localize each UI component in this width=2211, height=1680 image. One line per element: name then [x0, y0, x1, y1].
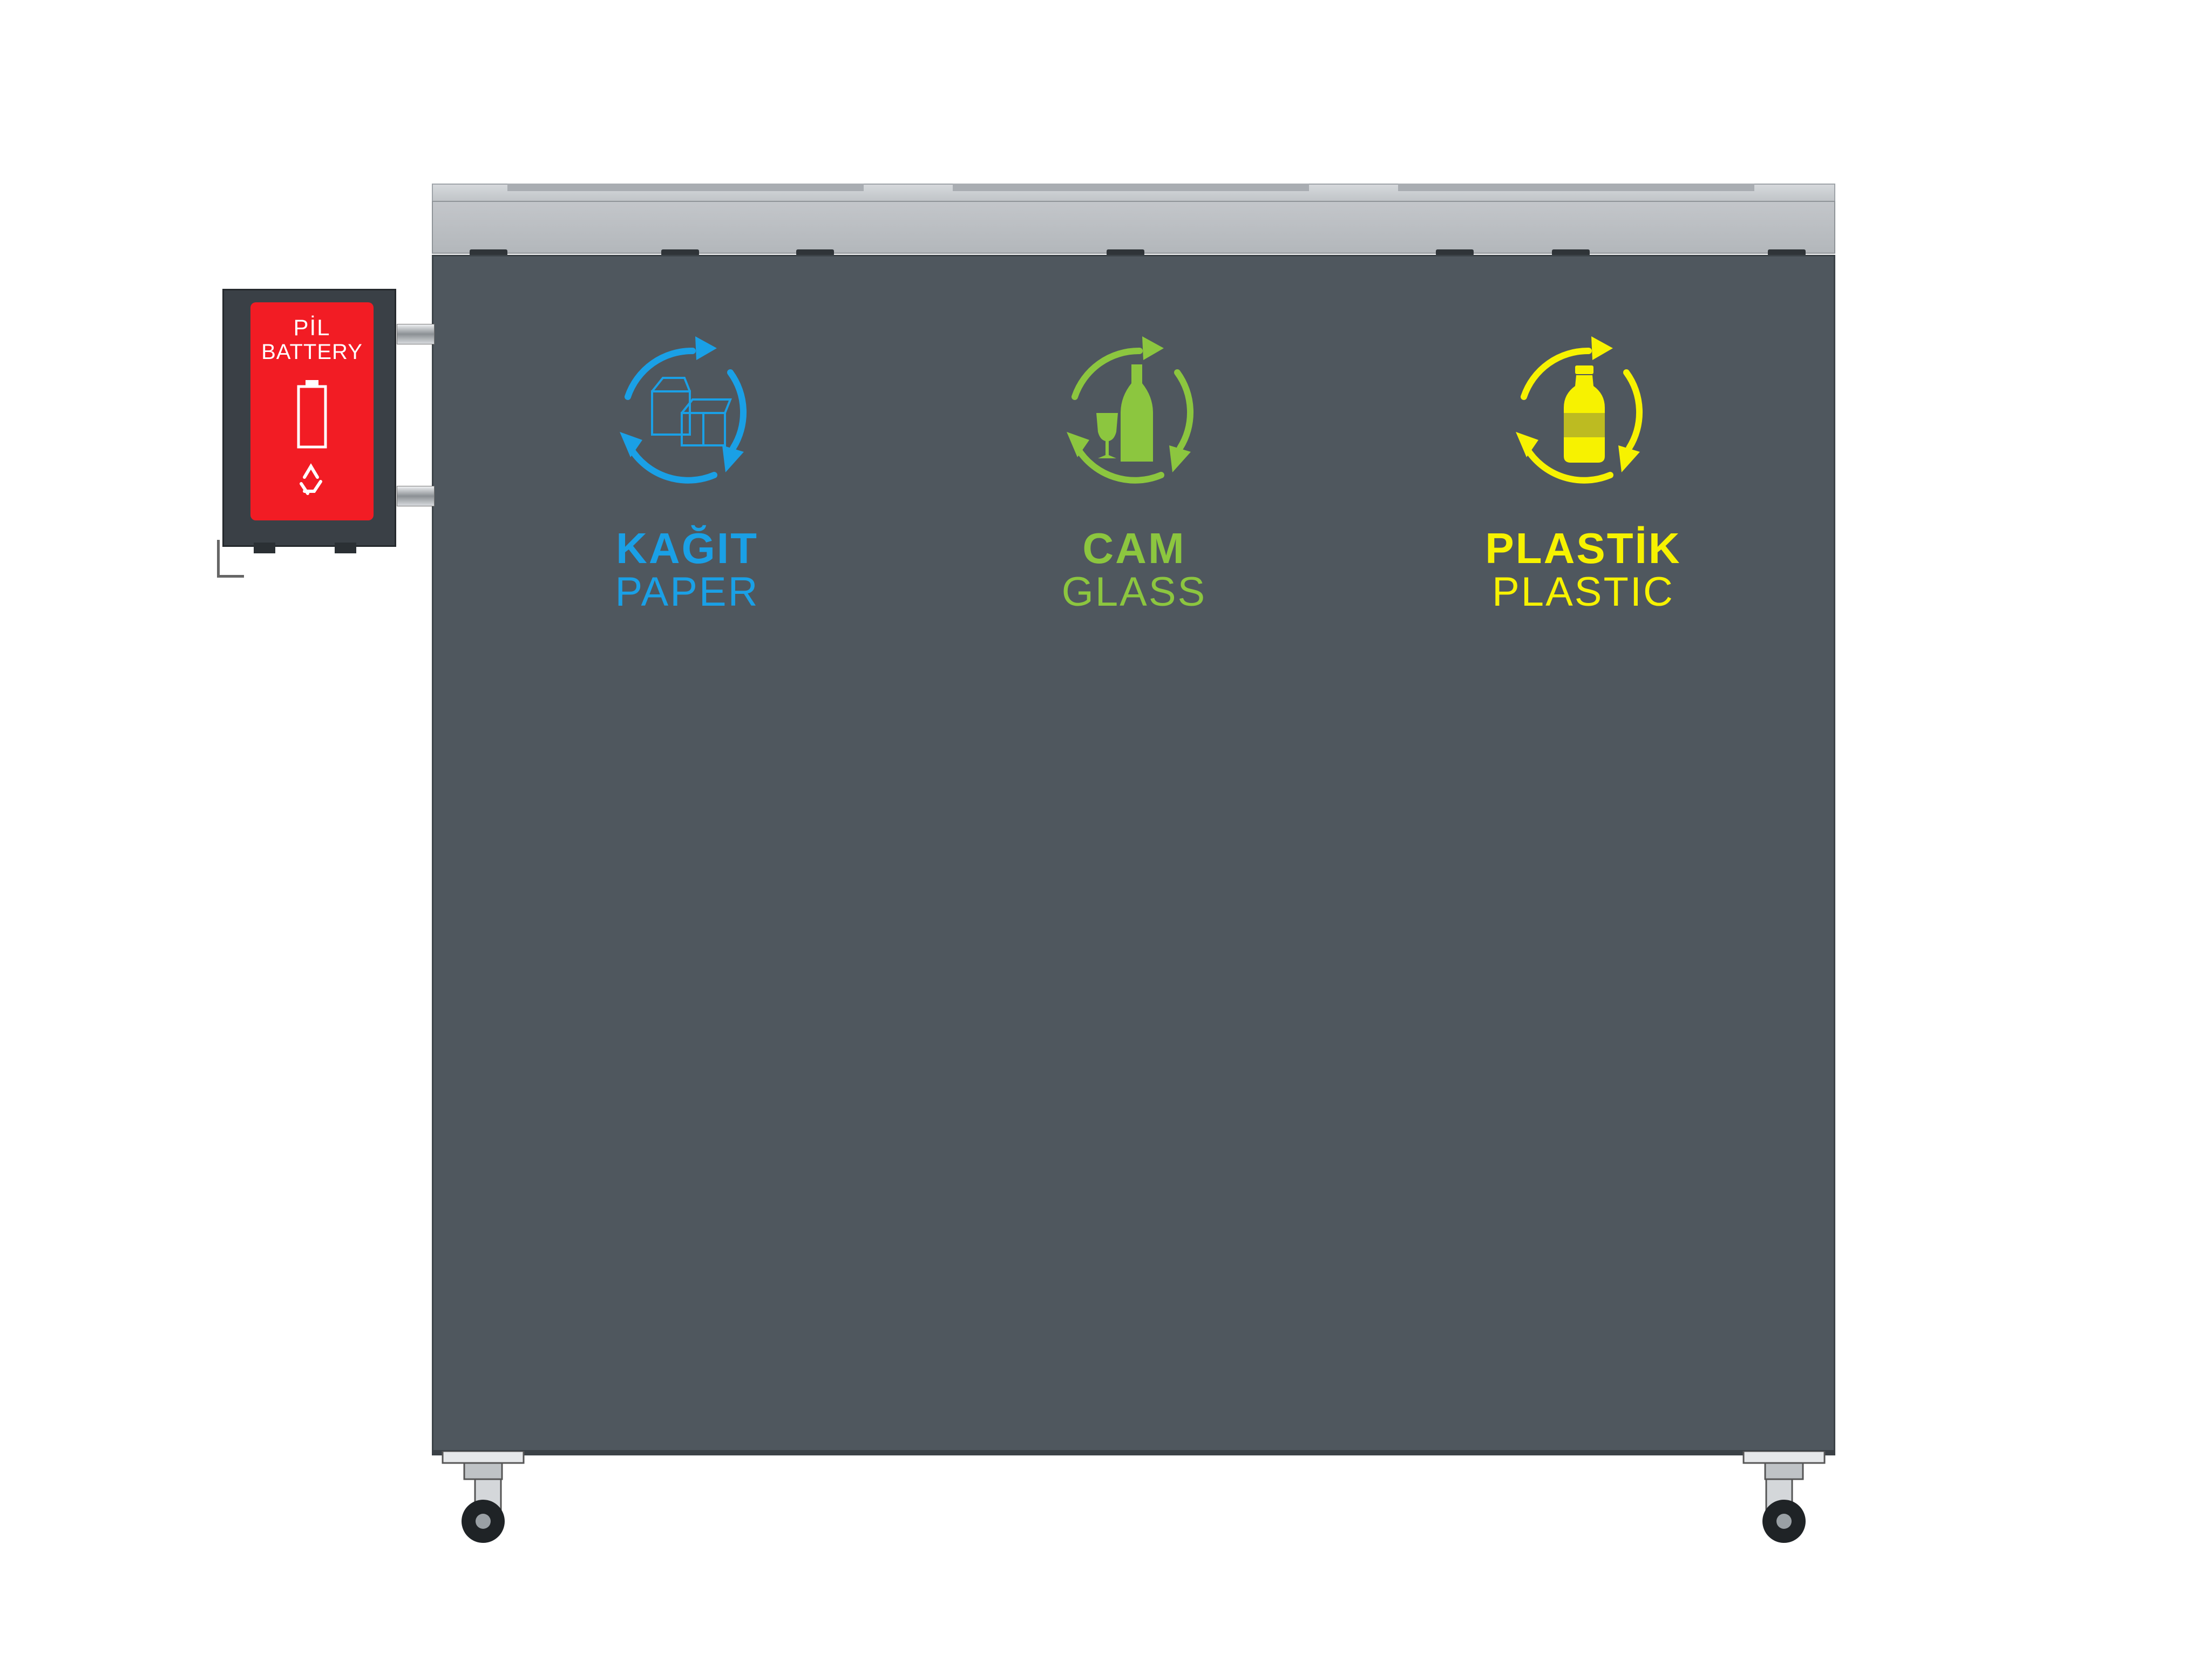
lid-opening-glass[interactable]	[953, 184, 1309, 191]
lid-clip	[661, 249, 699, 256]
battery-icon	[297, 380, 327, 495]
lid-clip	[1768, 249, 1806, 256]
lid-front	[432, 201, 1835, 254]
label-glass-en: GLASS	[1061, 569, 1207, 615]
lid-opening-paper[interactable]	[507, 184, 864, 191]
recycle-arrows-icon	[300, 463, 322, 495]
lid-clip	[1552, 249, 1590, 256]
bin-section-plastic: PLASTİK PLASTIC	[1389, 332, 1778, 614]
glass-bottle-icon	[1067, 336, 1193, 484]
label-plastic-tr: PLASTİK	[1485, 524, 1681, 572]
plastic-bottle-icon	[1516, 336, 1643, 484]
bin-section-glass: CAM GLASS	[940, 332, 1328, 614]
battery-box-foot	[254, 543, 275, 553]
caster-wheel-icon	[442, 1451, 525, 1543]
battery-box-hook	[217, 540, 244, 578]
caster-wheel-icon	[1742, 1451, 1826, 1543]
lid-opening-plastic[interactable]	[1398, 184, 1754, 191]
label-paper-tr: KAĞIT	[616, 524, 758, 572]
lid-clip	[470, 249, 507, 256]
lid-clip	[796, 249, 834, 256]
bottom-rail	[432, 1450, 1835, 1455]
lid-clip	[1107, 249, 1144, 256]
battery-slot-panel[interactable]: PİL BATTERY	[250, 302, 374, 520]
bin-body: KAĞIT PAPER CAM GLASS	[432, 255, 1835, 1452]
bin-section-paper: KAĞIT PAPER	[493, 332, 881, 614]
battery-box-foot	[335, 543, 356, 553]
label-paper-en: PAPER	[615, 569, 759, 615]
mount-rod	[397, 324, 435, 344]
lid-clip	[1436, 249, 1474, 256]
mount-rod	[397, 486, 435, 506]
paper-box-icon	[620, 336, 747, 484]
label-plastic-en: PLASTIC	[1492, 569, 1674, 615]
label-glass-tr: CAM	[1082, 524, 1186, 572]
battery-label-tr: PİL	[293, 315, 331, 340]
battery-label-en: BATTERY	[261, 340, 363, 364]
